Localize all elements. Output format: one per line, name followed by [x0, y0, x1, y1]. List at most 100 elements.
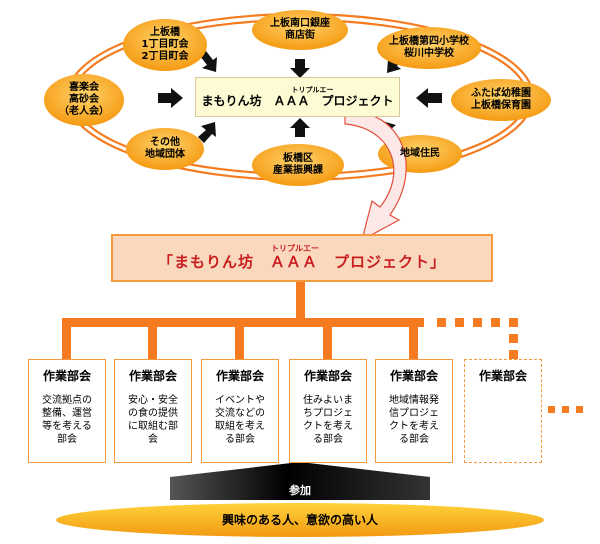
node-ginza: 上板南口銀座 商店街	[252, 10, 348, 50]
node-line: 板橋区	[283, 153, 313, 164]
desc-line: イベントや	[215, 395, 265, 406]
node-oval-ward	[252, 144, 344, 186]
node-line: 桜川中学校	[404, 48, 454, 59]
working-group-1: 作業部会 交流拠点の 整備、運営 等を考える 部会	[28, 359, 106, 463]
working-group-title: 作業部会	[215, 369, 264, 383]
node-line: 上板橋第四小学校	[389, 36, 469, 47]
desc-line: る部会	[399, 434, 429, 445]
tree-drop-5	[409, 318, 418, 360]
tree-dash-5	[509, 318, 518, 327]
center-ruby: トリプルエー	[291, 85, 334, 94]
node-oval-schools	[377, 27, 481, 69]
desc-line: ちプロジェ	[303, 408, 353, 419]
tree-dash-3	[473, 318, 482, 327]
tree-dash-2	[455, 318, 464, 327]
working-group-desc: 地域情報発 信プロジェ クトを考え る部会	[389, 394, 439, 446]
node-itabashi-ward: 板橋区 産業振興課	[252, 144, 344, 186]
node-kiraku: 喜楽会 高砂会 （老人会）	[44, 74, 124, 126]
node-nursery: ふたば幼稚園 上板橋保育園	[451, 79, 551, 121]
desc-line: に取組む部	[128, 421, 178, 432]
node-line: その他	[150, 137, 180, 148]
node-line: （老人会）	[59, 106, 109, 117]
desc-line: る部会	[225, 434, 255, 445]
working-group-title: 作業部会	[303, 369, 352, 383]
tree-dash-7	[509, 350, 518, 359]
node-oval-kiraku	[44, 74, 124, 126]
base-ellipse	[56, 503, 544, 537]
center-project-box: トリプルエー まもりん坊 ＡＡＡ プロジェクト	[195, 77, 400, 117]
node-residents: 地域住民	[378, 135, 462, 173]
desc-line: 部会	[57, 434, 77, 445]
project-title: 「まもりん坊 ＡＡＡ プロジェクト」	[157, 253, 446, 271]
desc-line: 住みよいま	[303, 395, 353, 406]
curved-arrow-outline	[344, 111, 407, 242]
node-line: 高砂会	[69, 94, 99, 105]
center-label: まもりん坊 ＡＡＡ プロジェクト	[201, 93, 394, 108]
node-line: ふたば幼稚園	[471, 88, 531, 99]
tree-dash-4	[491, 318, 500, 327]
tree-drop-2	[148, 318, 157, 360]
node-line: 上板南口銀座	[270, 18, 330, 29]
side-dash-3	[576, 406, 583, 413]
desc-line: 等を考える	[42, 421, 92, 432]
arrow-from-bottom	[290, 118, 310, 137]
working-group-2: 作業部会 安心・安全 の食の提供 に取組む部 会	[114, 359, 192, 463]
desc-line: 交流などの	[215, 408, 265, 419]
tree-drop-1	[62, 318, 71, 360]
desc-line: 整備、運営	[42, 408, 92, 419]
working-group-title: 作業部会	[389, 369, 438, 383]
node-line: 喜楽会	[69, 82, 99, 93]
desc-line: 取組を考え	[215, 421, 265, 432]
working-group-6-placeholder: 作業部会	[464, 359, 542, 463]
node-line: 産業振興課	[273, 165, 323, 176]
working-group-desc: 交流拠点の 整備、運営 等を考える 部会	[42, 394, 92, 446]
working-group-desc: 安心・安全 の食の提供 に取組む部 会	[128, 394, 178, 446]
arrow-from-top-left	[200, 51, 217, 72]
participation-label: 参加	[289, 484, 311, 497]
side-dash-1	[548, 406, 555, 413]
node-oval-other	[126, 128, 204, 170]
node-kamiitabashi: 上板橋 1丁目町会 2丁目町会	[123, 19, 207, 71]
tree-drop-4	[323, 318, 332, 360]
working-group-3: 作業部会 イベントや 交流などの 取組を考え る部会	[201, 359, 279, 463]
node-line: 商店街	[285, 30, 315, 41]
desc-line: クトを考え	[389, 421, 439, 432]
working-group-title: 作業部会	[128, 369, 177, 383]
tree-stem	[296, 282, 305, 324]
desc-line: 信プロジェ	[389, 408, 439, 419]
desc-line: 会	[148, 434, 158, 445]
node-line: 2丁目町会	[141, 51, 189, 62]
node-line: 上板橋保育園	[471, 100, 531, 111]
arrow-from-left	[158, 88, 183, 108]
base-label: 興味のある人、意欲の高い人	[221, 513, 378, 527]
desc-line: の食の提供	[128, 408, 178, 419]
participation-arrow	[170, 462, 430, 500]
desc-line: 地域情報発	[389, 395, 439, 406]
node-line: 上板橋	[150, 27, 180, 38]
desc-line: クトを考え	[303, 421, 353, 432]
node-line: 地域住民	[400, 148, 440, 159]
working-group-desc: 住みよいま ちプロジェ クトを考え る部会	[303, 394, 353, 446]
node-other-groups: その他 地域団体	[126, 128, 204, 170]
arrow-from-right	[416, 88, 442, 108]
working-group-desc: イベントや 交流などの 取組を考え る部会	[215, 394, 265, 446]
working-group-title: 作業部会	[478, 369, 527, 383]
tree-dash-6	[509, 334, 518, 343]
arrow-from-bottom-left	[198, 122, 216, 143]
working-group-5: 作業部会 地域情報発 信プロジェ クトを考え る部会	[375, 359, 453, 463]
tree-dash-1	[437, 318, 446, 327]
side-dash-2	[562, 406, 569, 413]
desc-line: 交流拠点の	[42, 395, 92, 406]
node-oval-kamiitabashi	[123, 19, 207, 71]
project-title-ruby: トリプルエー	[271, 244, 319, 253]
project-title-box: トリプルエー 「まもりん坊 ＡＡＡ プロジェクト」	[111, 234, 493, 282]
tree-drop-3	[235, 318, 244, 360]
node-schools: 上板橋第四小学校 桜川中学校	[377, 27, 481, 69]
working-group-4: 作業部会 住みよいま ちプロジェ クトを考え る部会	[289, 359, 367, 463]
desc-line: 安心・安全	[128, 395, 178, 406]
node-line: 地域団体	[145, 149, 185, 160]
desc-line: る部会	[313, 434, 343, 445]
node-oval-ginza	[252, 10, 348, 50]
arrow-from-top	[290, 59, 310, 78]
